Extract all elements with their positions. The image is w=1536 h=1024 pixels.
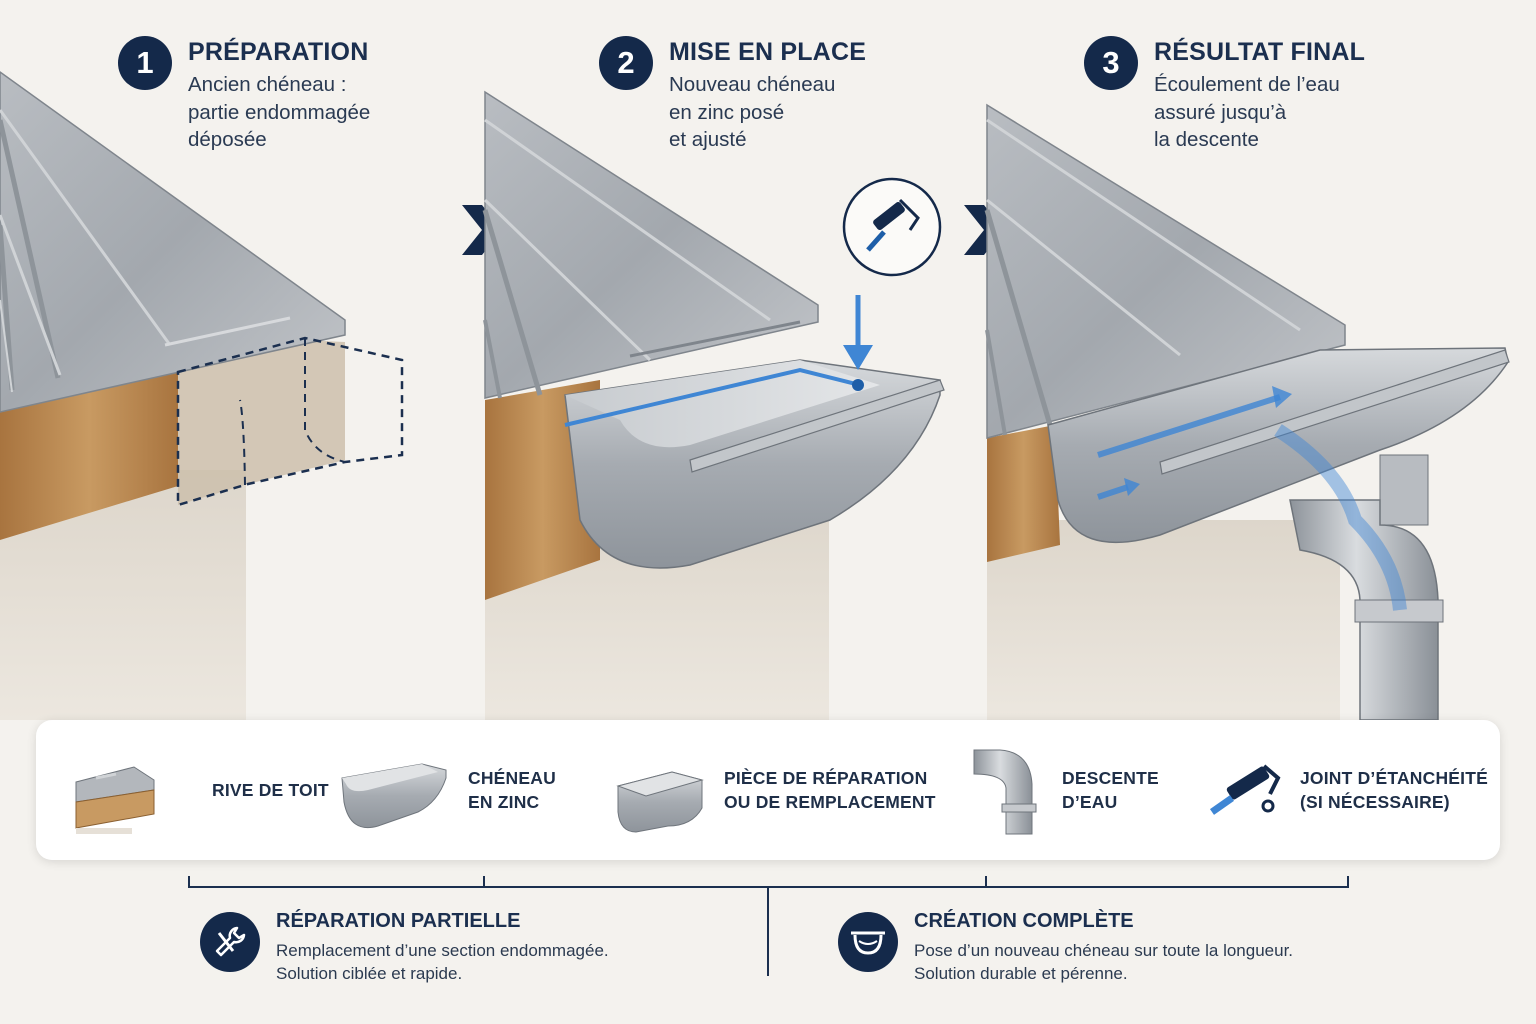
legend-label: CHÉNEAU EN ZINC [468,768,556,812]
caulking-gun-icon [866,198,920,252]
step-number-badge: 1 [118,36,172,90]
legend-item-roof-edge: RIVE DE TOIT [74,720,329,860]
sealant-callout [842,177,942,277]
zinc-roof [484,90,819,399]
legend-item-repair-piece: PIÈCE DE RÉPARATION OU DE REMPLACEMENT [614,720,936,860]
panel-1-preparation [0,71,404,720]
zinc-roof [0,71,346,413]
wrench-icon [200,912,260,972]
step-2-header: 2 MISE EN PLACE Nouveau chéneau en zinc … [599,36,899,154]
removed-section-shadow [178,340,345,505]
legend-label: PIÈCE DE RÉPARATION OU DE REMPLACEMENT [724,768,936,812]
solution-complete-creation: CRÉATION COMPLÈTE Pose d’un nouveau chén… [838,910,1294,985]
panel-2-installation [482,90,945,720]
solution-partial-repair: RÉPARATION PARTIELLE Remplacement d’une … [200,910,609,985]
repair-piece-icon [616,771,704,833]
step-description: Ancien chéneau : partie endommagée dépos… [188,73,371,151]
step-description: Écoulement de l’eau assuré jusqu’à la de… [1154,73,1340,151]
legend-panel: RIVE DE TOIT CHÉNEAU EN ZINC PIÈCE DE RÉ… [36,720,1500,860]
wall [987,520,1340,720]
sealant-gun-icon [1209,764,1281,815]
water-flow-arrow [1097,484,1129,500]
step-3-header: 3 RÉSULTAT FINAL Écoulement de l’eau ass… [1084,36,1384,154]
down-arrow-icon [843,345,873,370]
water-stream [1274,424,1407,611]
solution-title: RÉPARATION PARTIELLE [276,910,521,932]
dashed-removed-gutter [176,336,404,507]
water-flow-arrow [1097,394,1281,458]
solution-description: Pose d’un nouveau chéneau sur toute la l… [914,941,1294,983]
legend-label: JOINT D’ÉTANCHÉITÉ (SI NÉCESSAIRE) [1300,768,1489,812]
roof-fascia-wood [987,425,1060,562]
legend-item-sealant: JOINT D’ÉTANCHÉITÉ (SI NÉCESSAIRE) [1208,720,1488,860]
step-description: Nouveau chéneau en zinc posé et ajusté [669,73,836,151]
roof-fascia-wood [0,372,178,540]
step-title: PRÉPARATION [188,38,369,66]
roof-edge-icon [75,766,155,834]
step-number-badge: 2 [599,36,653,90]
legend-item-zinc-gutter: CHÉNEAU EN ZINC [338,720,556,860]
step-title: MISE EN PLACE [669,38,867,66]
sealant-point [852,379,864,391]
legend-label: RIVE DE TOIT [212,780,329,800]
downpipe-icon [973,749,1037,835]
step-number-badge: 3 [1084,36,1138,90]
outlet-box [1379,454,1429,526]
step-1-header: 1 PRÉPARATION Ancien chéneau : partie en… [118,36,418,154]
legend-label: DESCENTE D’EAU [1062,768,1159,812]
zinc-roof [986,103,1346,439]
step-title: RÉSULTAT FINAL [1154,38,1366,66]
gutter-icon [341,763,447,828]
solution-description: Remplacement d’une section endommagée. S… [276,941,609,983]
legend-item-downpipe: DESCENTE D’EAU [966,720,1159,860]
panel-3-result [984,103,1510,721]
solution-title: CRÉATION COMPLÈTE [914,910,1134,932]
gutter-bowl-icon [838,912,898,972]
